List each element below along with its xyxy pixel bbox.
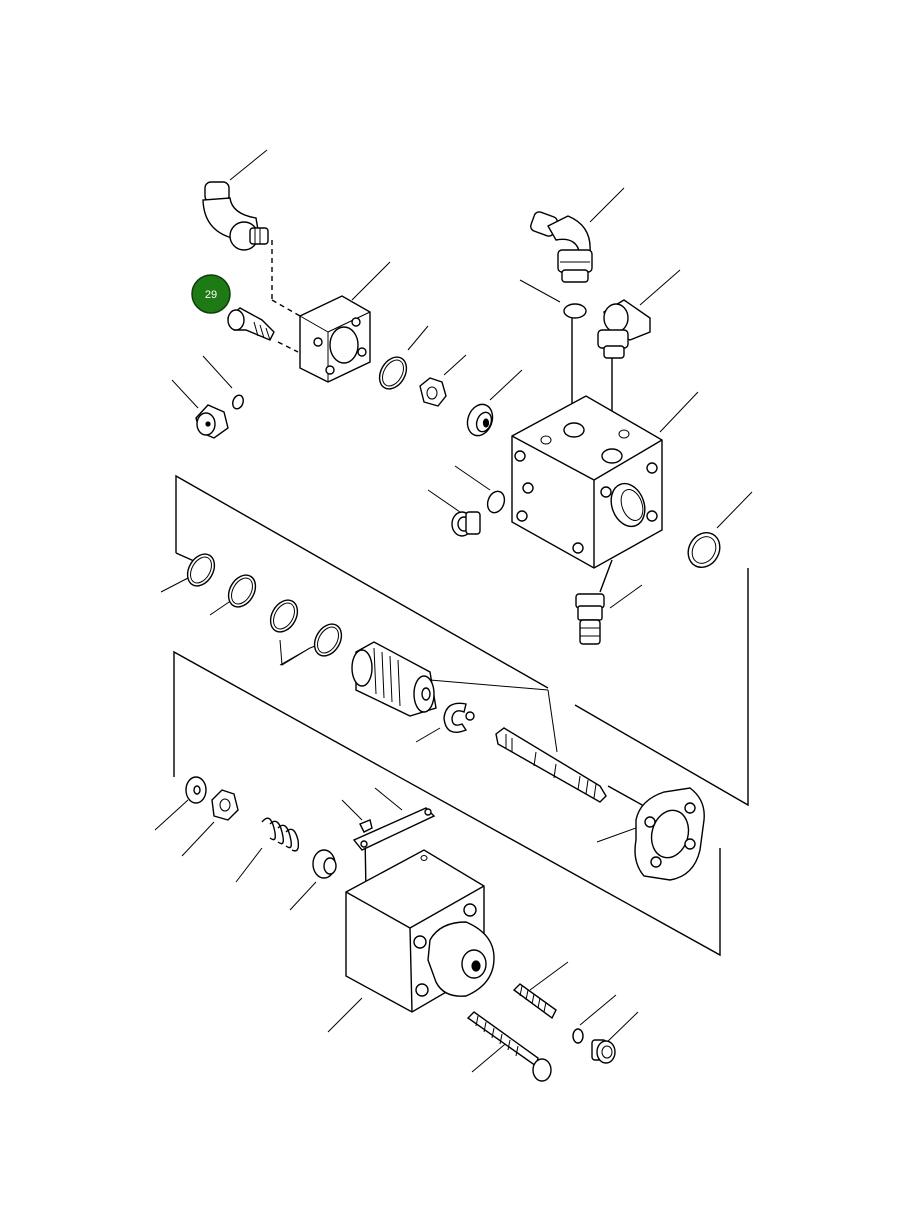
elbow-fitting-top-right (530, 211, 593, 283)
lower-housing-block (345, 849, 495, 1013)
elbow-fitting-top-left (202, 181, 269, 251)
long-bolt (466, 1011, 552, 1082)
plug-left (195, 404, 229, 439)
small-ring-left (232, 394, 244, 410)
seal-ring-right (687, 532, 721, 568)
leader-lines (154, 149, 753, 1073)
spring-lower (261, 817, 300, 852)
hex-nut-lower (211, 789, 239, 821)
cover-flange (634, 787, 705, 881)
o-ring-mid (486, 490, 506, 514)
plug-lower (591, 1039, 616, 1064)
set-screw (512, 983, 557, 1020)
hex-bolt (227, 307, 275, 341)
o-ring-upper (378, 356, 408, 390)
fitting-bottom (575, 593, 605, 645)
washer-lower (185, 776, 207, 804)
small-ring-lower (572, 1028, 584, 1044)
snap-ring (443, 702, 475, 733)
o-ring-series (186, 553, 343, 657)
callout-29[interactable]: 29 (191, 274, 231, 314)
spring-seat (312, 849, 337, 879)
washer-upper (466, 403, 494, 437)
o-ring-top-right (563, 303, 587, 319)
plug-mid (451, 511, 481, 537)
flange-plate (299, 295, 371, 383)
spool-rod (495, 727, 607, 803)
hex-nut-upper (419, 377, 447, 407)
valve-body-main (511, 395, 663, 569)
spool-piston (351, 641, 437, 717)
elbow-fitting-mid-right (597, 299, 651, 359)
callout-29-label[interactable]: 29 (205, 289, 217, 301)
small-screw (359, 819, 373, 833)
bracket-strip (352, 807, 436, 851)
callout-29-circle[interactable] (191, 274, 231, 314)
